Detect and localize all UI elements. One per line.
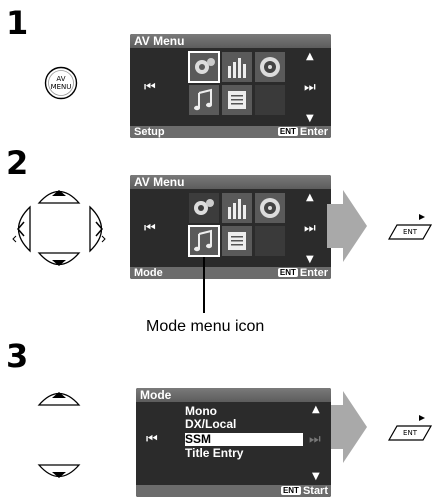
flow-arrow-shape [327,391,367,463]
up-arrow-icon[interactable]: ▲ [306,51,314,62]
down-button-shape [37,464,81,478]
list-icon [228,232,246,250]
speaker-icon [260,57,280,77]
blank-tile[interactable] [254,225,286,257]
mode-item-title-entry[interactable]: Title Entry [185,446,244,460]
speaker-tile[interactable] [254,51,286,83]
footer-label: Setup [134,126,165,138]
previous-icon[interactable]: ⏮ [146,432,158,447]
equalizer-icon [228,199,246,219]
previous-icon[interactable]: ⏮ [144,80,156,95]
down-button-step3[interactable] [36,462,82,490]
screen-title: AV Menu [130,175,331,189]
speaker-icon [260,198,280,218]
ent-button-shape [387,415,433,441]
gear-icon [195,58,215,74]
up-button[interactable] [36,178,82,206]
footer-label: Mode [134,267,163,279]
previous-icon[interactable]: ⏮ [144,221,156,236]
up-arrow-icon[interactable]: ▲ [312,404,320,415]
equalizer-tile[interactable] [221,192,253,224]
step-number-1: 1 [6,4,29,42]
music-note-icon [194,88,212,111]
setup-tile[interactable] [188,192,220,224]
ent-button-step3[interactable]: ENT [381,414,435,444]
screen-title: Mode [136,388,331,402]
down-arrow-icon[interactable]: ▼ [306,254,314,265]
ent-chip: ENT [280,486,301,495]
flow-arrow-step3 [327,391,367,463]
ent-chip: ENT [277,268,298,277]
next-icon[interactable]: ⏭ [304,80,316,95]
equalizer-tile[interactable] [221,51,253,83]
up-button-step3[interactable] [36,380,82,408]
right-button[interactable] [87,204,115,254]
footer-action: Start [302,485,328,497]
footer-action: Enter [299,126,328,138]
ent-button-shape [387,214,433,240]
step-number-3: 3 [6,337,29,375]
av-menu-button-label-line1: AV [56,75,66,83]
mode-menu-icon-caption: Mode menu icon [146,318,265,335]
music-note-icon [194,229,212,252]
down-button-shape [37,252,81,266]
list-icon [228,91,246,109]
mode-screen: Mode ⏮ ▲ ⏭ ▼ Mono DX/Local SSM Title Ent… [136,388,331,497]
step-number-2: 2 [6,144,29,182]
mode-item-mono[interactable]: Mono [185,404,217,418]
list-tile[interactable] [221,225,253,257]
left-button[interactable] [5,204,33,254]
mode-item-ssm[interactable]: SSM [185,433,303,446]
callout-line [203,257,205,313]
flow-arrow-step2 [327,190,367,262]
setup-tile[interactable] [188,51,220,83]
ent-chip: ENT [277,127,298,136]
av-menu-button-label-line2: MENU [50,83,72,91]
footer-action: Enter [299,267,328,279]
ent-button-label: ENT [403,228,417,236]
mode-tile[interactable] [188,84,220,116]
blank-tile[interactable] [254,84,286,116]
next-icon[interactable]: ⏭ [304,221,316,236]
ent-button-label: ENT [403,429,417,437]
equalizer-icon [228,58,246,78]
up-button-shape [37,190,81,204]
up-arrow-icon[interactable]: ▲ [306,192,314,203]
gear-icon [194,199,214,215]
av-menu-button-shape [44,66,78,100]
right-button-shape [89,205,106,253]
left-button-shape [12,205,31,253]
next-icon[interactable]: ⏭ [309,432,321,447]
down-button[interactable] [36,250,82,278]
ent-button-step2[interactable]: ENT [381,213,435,243]
av-menu-button[interactable]: AV MENU [44,66,78,100]
screen-title: AV Menu [130,34,331,48]
mode-item-dx-local[interactable]: DX/Local [185,417,237,431]
down-arrow-icon[interactable]: ▼ [306,113,314,124]
speaker-tile[interactable] [254,192,286,224]
down-arrow-icon[interactable]: ▼ [312,471,320,482]
flow-arrow-shape [327,190,367,262]
up-button-shape [37,392,81,406]
mode-tile[interactable] [188,225,220,257]
list-tile[interactable] [221,84,253,116]
